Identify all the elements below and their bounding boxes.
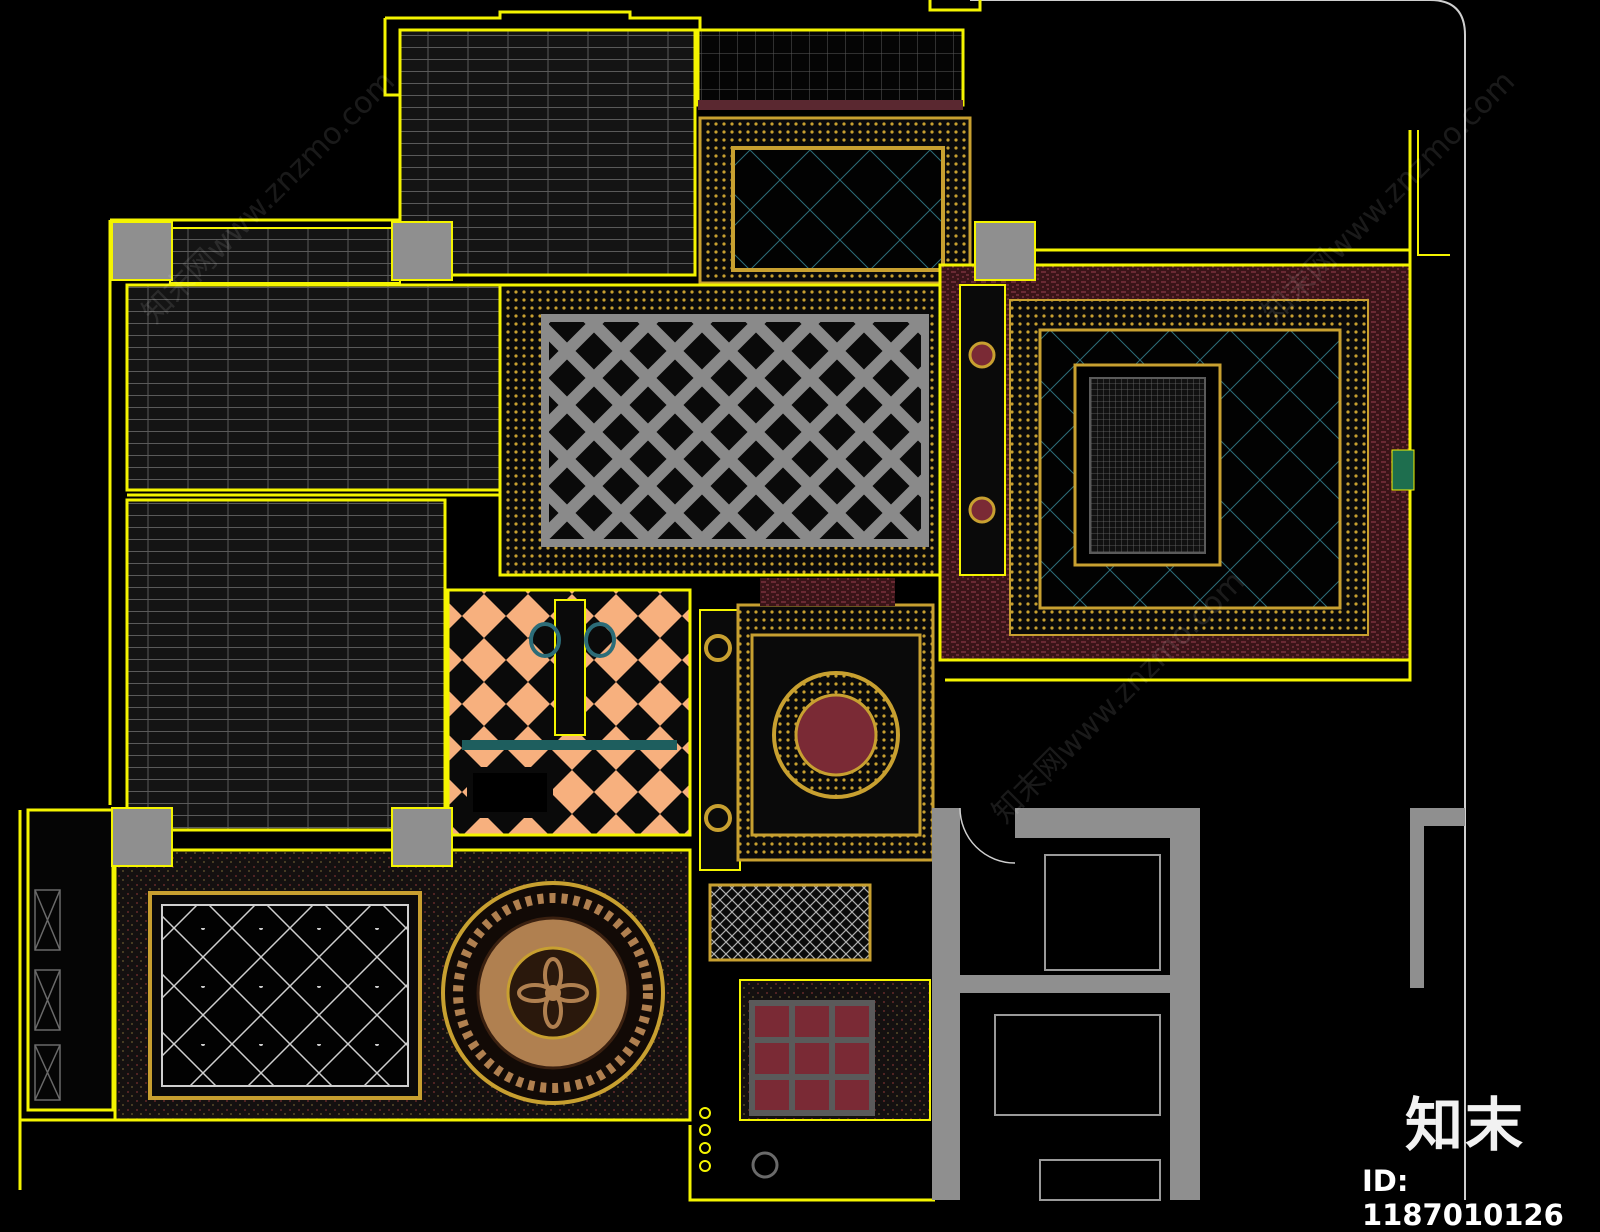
stair-core [932,808,1465,1200]
balcony-rail [698,100,963,110]
wall-segment [385,10,702,30]
wall-segment [383,18,400,97]
toilet-fixture [529,622,561,658]
balcony-railing [34,889,61,1101]
entry-mat [708,883,872,962]
foyer-medallion-wave [453,893,653,1093]
image-id-label: ID: 1187010126 [1362,1164,1564,1232]
rug-inner [1089,377,1206,554]
west-balcony [26,808,115,1112]
bathtub [467,767,553,818]
study-entry-carpet [760,578,895,606]
vanity-counter [462,740,677,750]
structural-columns [111,221,1036,867]
bathroom-divider [554,599,586,736]
dining-room-inlay [731,146,945,272]
living-room-lattice [541,314,929,547]
kitchen-grid-lines [752,1003,872,1113]
elevator-shafts [994,854,1161,1201]
outer-frame-line [970,0,1466,1200]
outlet-markers [699,1107,711,1172]
foyer-medallion-flower [517,957,589,1029]
vent-marker [1391,449,1415,491]
wall-segment [1417,130,1450,256]
wall-segment [928,0,982,12]
lamp-marker [968,341,996,369]
corridor-strip [959,284,1006,576]
wall-segment [18,810,690,1190]
column-light [704,804,732,832]
balcony-grid-floor [696,28,965,107]
study-medallion [794,693,878,777]
wall-segment [688,1125,935,1202]
toilet-fixture [584,622,616,658]
lamp-marker [968,496,996,524]
sink-fixture [751,1151,779,1179]
brand-logo: 知末 [1405,1091,1526,1159]
column-light [704,634,732,662]
wall-segment [945,130,1412,682]
bedroom-southwest-wood-floor [125,498,447,832]
door-swing [959,807,1016,864]
foyer-inlay [161,904,409,1087]
kitchen-grid-floor [749,1000,875,1116]
wall-segment [108,218,502,805]
bedroom-west-wood-floor [125,283,504,492]
